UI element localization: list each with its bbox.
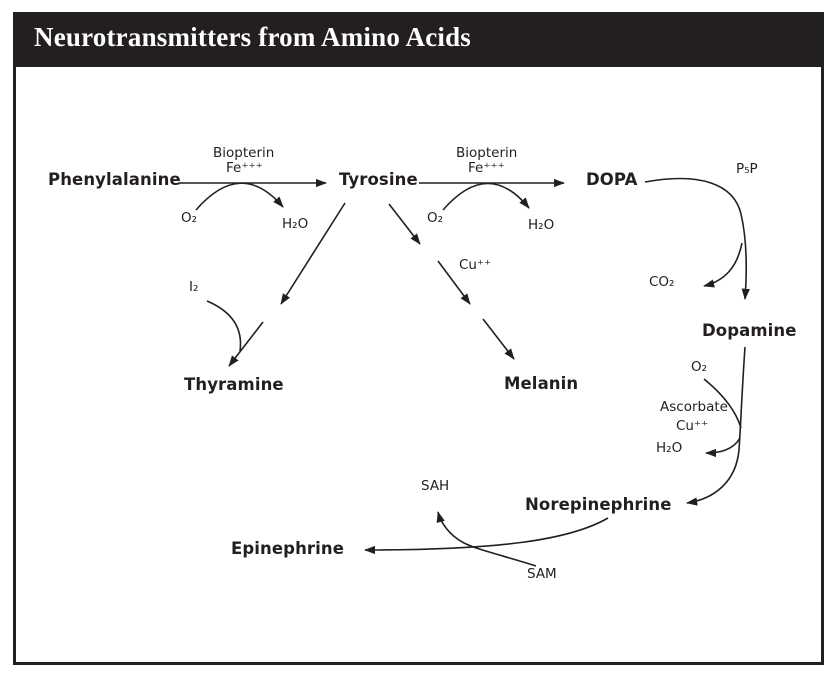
cofactor-cu-dbh: Cu⁺⁺ bbox=[676, 418, 709, 434]
cofactor-biopterin-2: Biopterin bbox=[456, 145, 518, 161]
cofactor-i2: I₂ bbox=[189, 279, 199, 295]
cofactor-o2-2: O₂ bbox=[427, 210, 444, 226]
cofactor-cu-melanin: Cu⁺⁺ bbox=[459, 257, 492, 273]
title-bar: Neurotransmitters from Amino Acids bbox=[13, 12, 824, 64]
page-title: Neurotransmitters from Amino Acids bbox=[34, 21, 472, 52]
cofactor-ascorbate: Ascorbate bbox=[660, 399, 728, 415]
cofactor-fe-1: Fe⁺⁺⁺ bbox=[226, 160, 263, 176]
node-norepinephrine: Norepinephrine bbox=[525, 495, 672, 514]
cofactor-biopterin-1: Biopterin bbox=[213, 145, 275, 161]
cofactor-o2-3: O₂ bbox=[691, 359, 708, 375]
cofactor-p5p: P₅P bbox=[736, 161, 758, 177]
node-melanin: Melanin bbox=[504, 374, 579, 393]
cofactor-co2: CO₂ bbox=[649, 274, 675, 290]
cofactor-h2o-2: H₂O bbox=[528, 217, 555, 233]
node-dopa: DOPA bbox=[586, 170, 638, 189]
cofactor-fe-2: Fe⁺⁺⁺ bbox=[468, 160, 505, 176]
node-dopamine: Dopamine bbox=[702, 321, 797, 340]
cofactor-sam: SAM bbox=[527, 566, 557, 582]
cofactor-o2-1: O₂ bbox=[181, 210, 198, 226]
cofactor-sah: SAH bbox=[421, 478, 450, 494]
node-tyrosine: Tyrosine bbox=[339, 170, 418, 189]
cofactor-h2o-1: H₂O bbox=[282, 216, 309, 232]
node-thyramine: Thyramine bbox=[184, 375, 284, 394]
node-phenylalanine: Phenylalanine bbox=[48, 170, 181, 189]
node-epinephrine: Epinephrine bbox=[231, 539, 345, 558]
cofactor-h2o-3: H₂O bbox=[656, 440, 683, 456]
